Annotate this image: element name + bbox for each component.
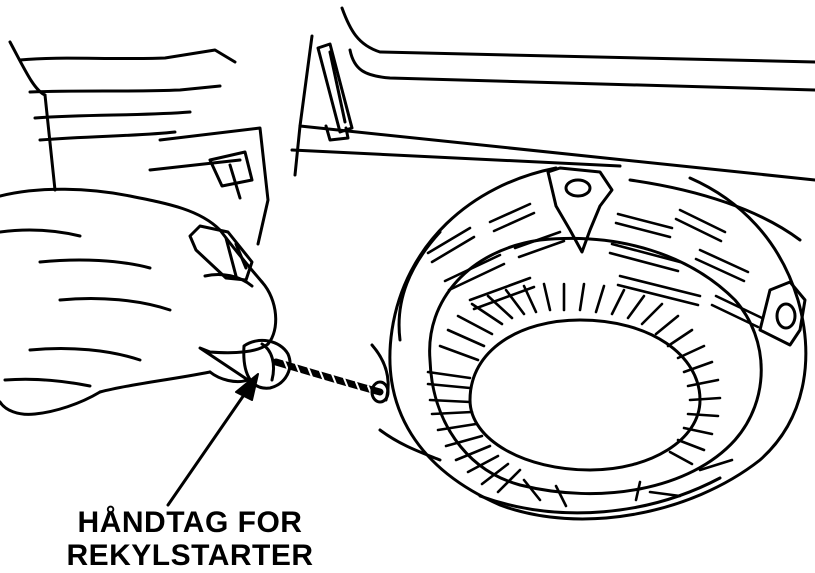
recoil-starter-handle-label: HÅNDTAG FOR REKYLSTARTER <box>40 506 340 572</box>
engine-housing <box>148 6 815 246</box>
arrowhead-icon <box>235 373 259 401</box>
starter-hub <box>468 318 702 472</box>
lower-vent-slots <box>522 458 734 508</box>
engine-block-left <box>8 40 237 192</box>
mounting-tab-top <box>546 166 614 254</box>
starter-rope <box>272 343 390 404</box>
bolt-hole-right-icon <box>775 302 797 330</box>
housing-slot <box>316 42 354 142</box>
upper-vent-slots <box>426 202 764 329</box>
callout-arrow <box>166 373 259 507</box>
bolt-hole-top-icon <box>564 178 592 198</box>
thumb <box>188 224 254 282</box>
lower-body-line <box>378 428 442 462</box>
label-line-1: HÅNDTAG FOR <box>77 506 303 539</box>
recoil-starter-cover <box>388 166 808 521</box>
mounting-tab-right <box>758 280 807 347</box>
hand <box>0 187 278 416</box>
label-line-2: REKYLSTARTER <box>66 539 314 572</box>
radial-vent-slots <box>426 282 722 494</box>
